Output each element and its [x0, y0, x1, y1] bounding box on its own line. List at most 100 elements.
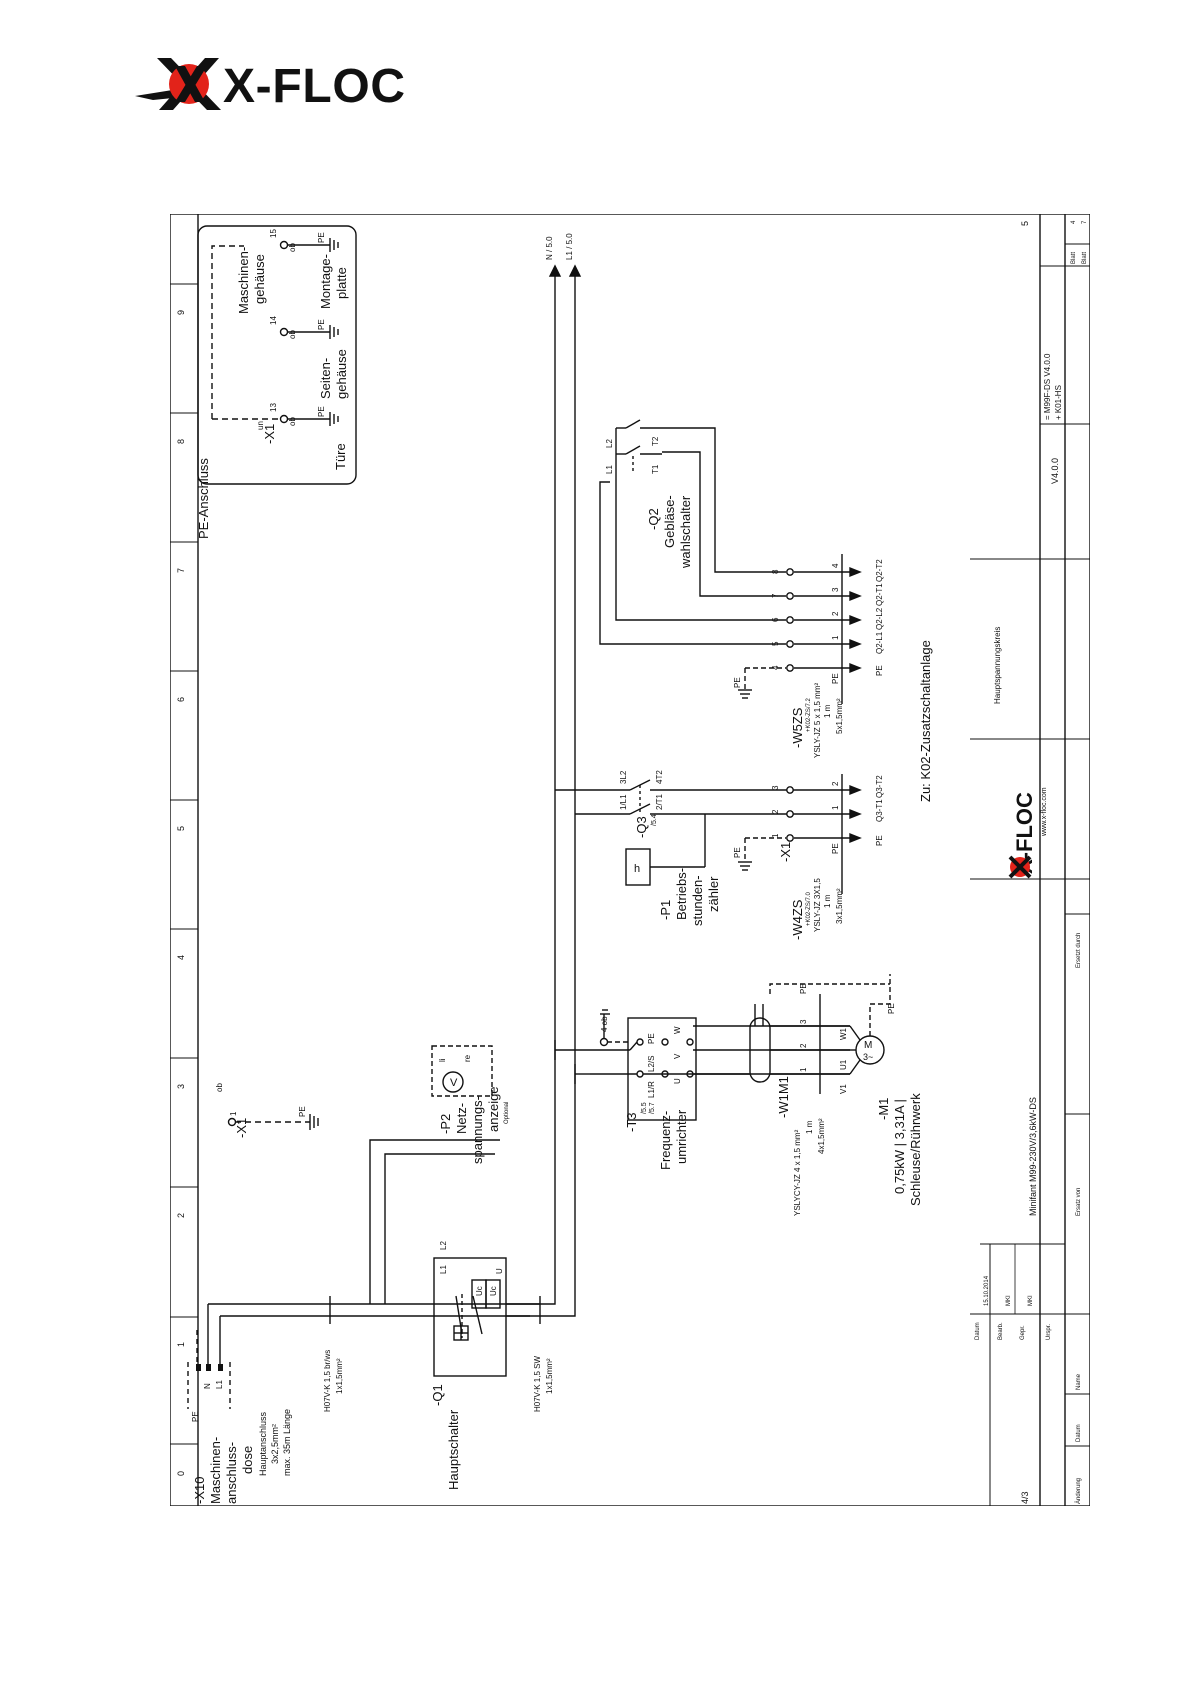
p2-meter-symbol: V: [450, 1077, 458, 1089]
w1m1-length: 1 m: [805, 1120, 814, 1134]
ground-symbol-icon: [329, 238, 339, 252]
p2-terminal-re: re: [463, 1054, 472, 1062]
tb-project: Minifant M99-230V/3,6kW-DS: [1028, 1097, 1038, 1216]
tb-datum-label: Datum: [975, 1322, 981, 1340]
logo-text: X-FLOC: [223, 60, 411, 113]
sheet-border: [170, 214, 1090, 1506]
p2-description: Netz-: [454, 1103, 469, 1134]
column-label: 4: [176, 955, 186, 960]
terminal-ob: ob: [288, 243, 297, 252]
column-label: 9: [176, 310, 186, 315]
w5zs-size: 5x1,5mm²: [835, 698, 844, 734]
tb-ident1: = M99F-DS V4.0.0: [1043, 353, 1052, 420]
q3-terminal-3: 3L2: [619, 770, 628, 784]
t3-ob-label: 4 ob: [600, 1016, 609, 1032]
tb-bearb-label: Bearb.: [998, 1322, 1004, 1340]
motor-terminal-v1: V1: [839, 1084, 848, 1094]
w5zs-core: 1: [831, 635, 840, 640]
tb-datum: 15.10.2014: [984, 1275, 990, 1306]
x10-socket: [187, 1362, 231, 1409]
x1-tag: -X1: [778, 842, 793, 862]
pe-label: PE: [733, 677, 742, 688]
x1-terminal: 4: [771, 665, 780, 670]
q3-ref: /5.4: [651, 814, 658, 826]
p1-description: zähler: [706, 876, 721, 912]
x10-note: max. 35m Länge: [282, 1409, 292, 1476]
w5zs-core: 3: [831, 587, 840, 592]
title-block: [970, 243, 1090, 1506]
m1-tag: -M1: [876, 1098, 891, 1120]
t3-terminal-u: U: [673, 1078, 682, 1084]
tb-blatt2: 7: [1082, 220, 1088, 224]
x-mark-icon: [135, 58, 221, 110]
target-pe: PE: [875, 835, 884, 846]
column-label: 5: [176, 826, 186, 831]
q2-terminal-t2: T2: [651, 436, 660, 446]
tb-blatt2-label: Blatt: [1082, 252, 1088, 264]
x1-ob-label: ob: [215, 1083, 224, 1092]
tb-gepr: MKI: [1028, 1295, 1034, 1306]
target-q2-l2: Q2-L2: [875, 607, 884, 630]
w1m1-tag: -W1M1: [776, 1076, 791, 1118]
target-q3-t2: Q3-T2: [875, 775, 884, 798]
pe-box-title: PE-Anschluss: [196, 458, 211, 539]
q1-name: Hauptschalter: [446, 1409, 461, 1490]
x1-terminal: 8: [771, 569, 780, 574]
x10-description: anschluss-: [224, 1442, 239, 1504]
destination-label: Zu: K02-Zusatzschaltanlage: [918, 640, 933, 802]
p2-optional: Optional: [504, 1102, 510, 1124]
q2-terminal-t1: T1: [651, 464, 660, 474]
tb-ersatz-von-label: Ersatz von: [1076, 1188, 1082, 1216]
terminal-15: 15: [269, 229, 278, 238]
m1-motor: [769, 974, 891, 1075]
tb-bearb: MKI: [1006, 1295, 1012, 1306]
tb-ident2: + K01-HS: [1054, 385, 1063, 420]
p1-symbol: h: [634, 863, 640, 875]
column-label: 0: [176, 1471, 186, 1476]
q2-tag: -Q2: [646, 508, 661, 530]
tb-urspr-label: Urspr.: [1046, 1324, 1052, 1340]
previous-sheet-ref: 4/3: [1020, 1491, 1030, 1504]
x10-tag: -X10: [192, 1477, 207, 1504]
q3-tag: -Q3: [634, 816, 649, 838]
motor-terminal-u1: U1: [839, 1059, 848, 1070]
x1-terminal: 1: [771, 833, 780, 838]
q2-description: wahlschalter: [678, 495, 693, 569]
x1-terminal: 3: [771, 785, 780, 790]
p2-voltage-display: [431, 1045, 493, 1097]
target-pe: PE: [875, 665, 884, 676]
column-label: 1: [176, 1342, 186, 1347]
x10-l1-label: L1: [215, 1380, 224, 1389]
target-q2-l1: Q2-L1: [875, 631, 884, 654]
q3-contactor: [555, 774, 862, 894]
pe-label: PE: [317, 319, 326, 330]
q1-terminal-uc: Uc: [475, 1286, 484, 1296]
q1-main-switch: [433, 1257, 540, 1377]
tb-description: Hauptspannungskreis: [993, 627, 1002, 704]
t3-terminal-pe: PE: [647, 1033, 656, 1044]
q1-terminal-l2: L2: [439, 1241, 448, 1250]
w4zs-tag: -W4ZS: [790, 899, 805, 940]
arrow-l1-ref: L1 / 5.0: [565, 233, 574, 260]
pe-label: PE: [733, 847, 742, 858]
t3-terminal-l1: L1/R: [647, 1081, 656, 1098]
q2-description: Gebläse-: [662, 495, 677, 548]
tb-logo-mark-icon: [1008, 855, 1032, 879]
t3-description: Frequenz-: [658, 1111, 673, 1170]
column-label: 8: [176, 439, 186, 444]
supply-wires: [196, 264, 582, 1364]
p2-tag: -P2: [438, 1114, 453, 1134]
t3-terminal-w: W: [673, 1026, 682, 1034]
q3-terminal-4: 4T2: [655, 770, 664, 784]
w1m1-cable: [749, 994, 850, 1094]
w4zs-core: 1: [831, 805, 840, 810]
terminal-ob: ob: [288, 330, 297, 339]
terminal-un: un: [256, 421, 265, 430]
q2-terminal-l2: L2: [605, 439, 614, 448]
cable1-type: H07V-K 1,5 br/ws: [323, 1350, 332, 1412]
q2-terminal-l1: L1: [605, 465, 614, 474]
next-sheet-ref: 5: [1020, 221, 1030, 226]
w4zs-size: 3x1,5mm²: [835, 888, 844, 924]
w5zs-ref: +K02-ZS/7.2: [806, 697, 812, 732]
motor-terminal-pe: PE: [887, 1003, 896, 1014]
